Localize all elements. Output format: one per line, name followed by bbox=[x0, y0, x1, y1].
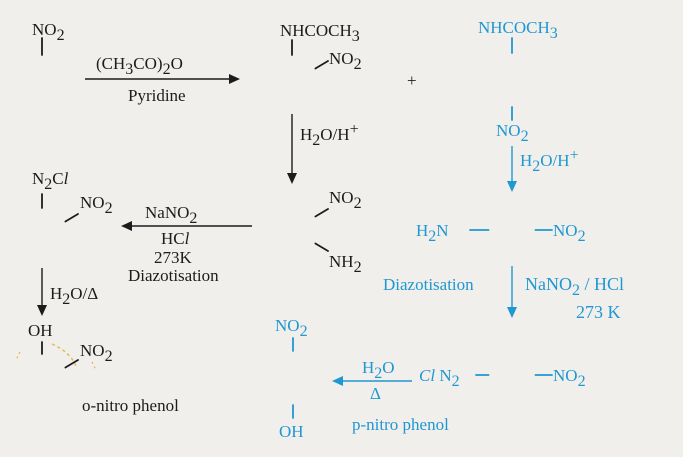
benzene-ring bbox=[488, 53, 536, 107]
product-name: o-nitro phenol bbox=[82, 396, 179, 415]
diazotisation-temperature: 273K bbox=[154, 248, 193, 267]
ortho-nitrophenol: OH NO2 o-nitro phenol bbox=[15, 321, 179, 415]
hydrolysis-reagent: H2O/H+ bbox=[300, 121, 359, 149]
arrow-head bbox=[507, 307, 517, 318]
heat-symbol: Δ bbox=[370, 384, 381, 403]
plus-sign: + bbox=[407, 71, 417, 90]
diazotisation-temperature: 273 K bbox=[576, 302, 621, 322]
diazonium-label: N2Cl bbox=[32, 169, 69, 193]
hydrogen-bond-marker bbox=[15, 351, 97, 371]
product-name: p-nitro phenol bbox=[352, 415, 449, 434]
para-nitroacetanilide: NHCOCH3 NO2 bbox=[478, 18, 558, 145]
diazonium-label: Cl N2 bbox=[419, 366, 460, 390]
arrow-head bbox=[507, 181, 517, 192]
nitro-group-label: NO2 bbox=[275, 316, 308, 340]
nitro-group-label: NO2 bbox=[553, 366, 586, 390]
benzene-ring bbox=[269, 351, 317, 405]
nitro-group-label: NO2 bbox=[496, 121, 529, 145]
nitro-group-label: NO2 bbox=[553, 221, 586, 245]
acetylation-solvent: Pyridine bbox=[128, 86, 186, 105]
ortho-diazonium-salt: N2Cl NO2 bbox=[18, 169, 113, 262]
benzene-ring bbox=[18, 354, 66, 408]
hydrogen-bond-marker bbox=[51, 343, 77, 367]
decomposition-reagent: H2O/Δ bbox=[50, 284, 98, 308]
para-diazonium-salt: Cl N2 NO2 bbox=[419, 348, 586, 402]
benzene-ring bbox=[268, 55, 316, 109]
benzene-ring bbox=[488, 203, 536, 257]
benzene-ring bbox=[18, 208, 66, 262]
acetylation-reagent: (CH3CO)2O bbox=[96, 54, 183, 78]
decomposition-reagent: H2O bbox=[362, 358, 395, 382]
diazotisation-step-para: Diazotisation NaNO2 / HCl 273 K bbox=[383, 266, 624, 322]
diazotisation-acid: HCl bbox=[161, 229, 190, 248]
diazotisation-label: Diazotisation bbox=[383, 275, 474, 294]
amino-group-label: NH2 bbox=[329, 252, 362, 276]
arrow-head bbox=[37, 305, 47, 316]
arrow-head bbox=[229, 74, 240, 84]
benzene-ring bbox=[18, 55, 66, 109]
hydrolysis-reagent: H2O/H+ bbox=[520, 147, 579, 175]
diazotisation-reagent: NaNO2 / HCl bbox=[525, 274, 624, 299]
acetylation-step: (CH3CO)2O Pyridine bbox=[85, 54, 240, 105]
hydroxyl-label: OH bbox=[28, 321, 53, 340]
nitrobenzene: NO2 bbox=[18, 20, 66, 109]
acetamido-label: NHCOCH3 bbox=[280, 21, 360, 45]
acetamido-label: NHCOCH3 bbox=[478, 18, 558, 42]
arrow-head bbox=[121, 221, 132, 231]
amino-group-label: H2N bbox=[416, 221, 449, 245]
ortho-nitroacetanilide: NHCOCH3 NO2 bbox=[268, 21, 362, 109]
nitro-group-label: NO2 bbox=[32, 20, 65, 44]
benzene-ring bbox=[488, 348, 536, 402]
hydrolysis-step-ortho: H2O/H+ bbox=[287, 114, 359, 184]
nitro-group-label: NO2 bbox=[329, 188, 362, 212]
diazotisation-reagent: NaNO2 bbox=[145, 203, 197, 227]
nitro-group-label: NO2 bbox=[80, 341, 113, 365]
hydroxyl-label: OH bbox=[279, 422, 304, 441]
nitro-group-label: NO2 bbox=[80, 193, 113, 217]
arrow-head bbox=[332, 376, 343, 386]
nitro-group-label: NO2 bbox=[329, 49, 362, 73]
para-nitrophenol: NO2 OH p-nitro phenol bbox=[269, 316, 449, 441]
ortho-nitroaniline: NO2 NH2 bbox=[268, 188, 362, 276]
arrow-head bbox=[287, 173, 297, 184]
diazotisation-step-ortho: NaNO2 HCl 273K Diazotisation bbox=[121, 203, 252, 285]
decomposition-step-ortho: H2O/Δ bbox=[37, 268, 98, 316]
diazotisation-label: Diazotisation bbox=[128, 266, 219, 285]
para-nitroaniline: H2N NO2 bbox=[416, 203, 586, 257]
decomposition-step-para: H2O Δ bbox=[332, 358, 412, 403]
benzene-ring bbox=[268, 203, 316, 257]
hydrolysis-step-para: H2O/H+ bbox=[507, 146, 579, 192]
